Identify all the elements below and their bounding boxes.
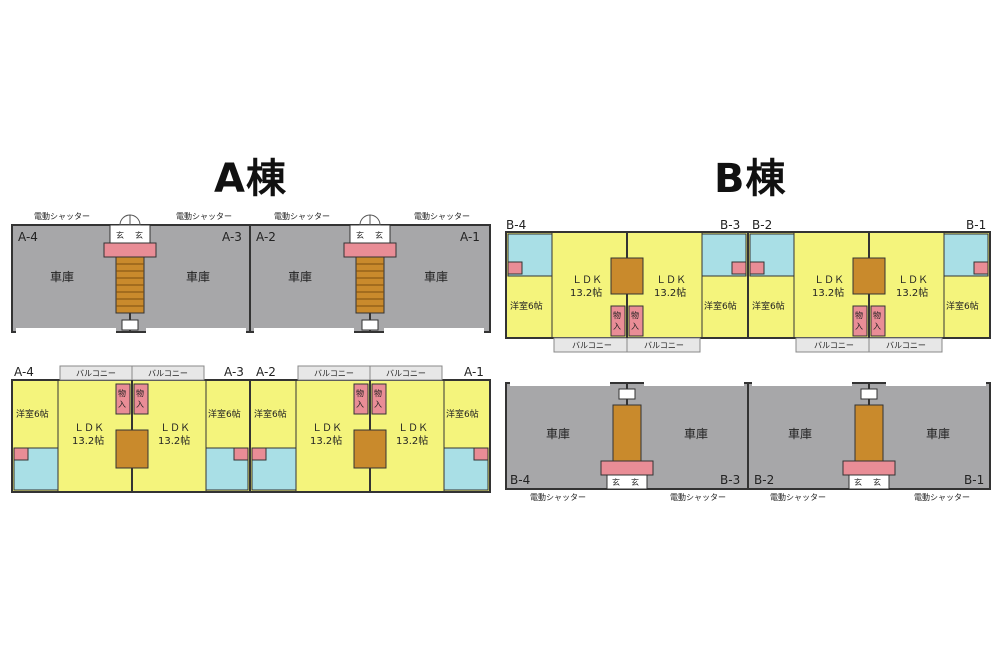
unit-label-b1-2f: B-1 [966, 218, 986, 232]
ldk-size-label: 13.2帖 [158, 434, 190, 447]
entrance-label: 玄 [356, 230, 364, 240]
storage-label: 入 [356, 400, 364, 409]
ldk-size-label: 13.2帖 [570, 286, 602, 299]
garage-label: 車庫 [50, 270, 74, 284]
shutter-label: 電動シャッター [34, 212, 90, 221]
a-stair-left [103, 224, 157, 331]
western-room-label: 洋室6帖 [752, 300, 785, 312]
unit-label-b1-1f: B-1 [964, 473, 984, 487]
balcony-label: バルコニー [814, 341, 854, 350]
balcony-label: バルコニー [386, 369, 426, 378]
ldk-label: ＬＤＫ [74, 423, 104, 434]
ldk-label: ＬＤＫ [572, 275, 602, 286]
storage-label: 入 [855, 322, 863, 331]
ldk-size-label: 13.2帖 [72, 434, 104, 447]
storage-label: 入 [631, 322, 639, 331]
shutter-label: 電動シャッター [670, 493, 726, 502]
storage-label: 物 [118, 388, 126, 398]
shutter-label: 電動シャッター [914, 493, 970, 502]
entrance-label: 玄 [854, 477, 862, 487]
entrance-label: 玄 [631, 477, 639, 487]
balcony-label: バルコニー [886, 341, 926, 350]
unit-label-b4-2f: B-4 [506, 218, 526, 232]
ldk-size-label: 13.2帖 [396, 434, 428, 447]
unit-label-a4-1f: A-4 [18, 230, 38, 244]
ldk-size-label: 13.2帖 [310, 434, 342, 447]
shutter-label: 電動シャッター [530, 493, 586, 502]
ldk-size-label: 13.2帖 [654, 286, 686, 299]
balcony-label: バルコニー [148, 369, 188, 378]
unit-label-a4-2f: A-4 [14, 365, 34, 379]
western-room-label: 洋室6帖 [254, 408, 287, 420]
shutter-label: 電動シャッター [274, 212, 330, 221]
unit-label-b3-1f: B-3 [720, 473, 740, 487]
ldk-size-label: 13.2帖 [896, 286, 928, 299]
balcony-label: バルコニー [644, 341, 684, 350]
unit-label-b3-2f: B-3 [720, 218, 740, 232]
storage-label: 入 [613, 322, 621, 331]
garage-label: 車庫 [186, 270, 210, 284]
unit-label-b2-2f: B-2 [752, 218, 772, 232]
garage-label: 車庫 [424, 270, 448, 284]
garage-label: 車庫 [288, 270, 312, 284]
ldk-label: ＬＤＫ [814, 275, 844, 286]
storage-label: 入 [118, 400, 126, 409]
storage-label: 物 [873, 310, 881, 320]
entrance-label: 玄 [375, 230, 383, 240]
unit-label-b4-1f: B-4 [510, 473, 530, 487]
western-room-label: 洋室6帖 [946, 300, 979, 312]
ldk-label: ＬＤＫ [898, 275, 928, 286]
ldk-label: ＬＤＫ [312, 423, 342, 434]
unit-label-a3-1f: A-3 [222, 230, 242, 244]
shutter-label: 電動シャッター [770, 493, 826, 502]
unit-label-a1-1f: A-1 [460, 230, 480, 244]
ldk-label: ＬＤＫ [398, 423, 428, 434]
a-upper-floor [11, 365, 491, 493]
a-stair-right [343, 224, 397, 331]
garage-label: 車庫 [788, 427, 812, 441]
building-b-title: B棟 [714, 156, 787, 202]
entrance-label: 玄 [612, 477, 620, 487]
storage-label: 入 [873, 322, 881, 331]
storage-label: 入 [374, 400, 382, 409]
building-a-title: A棟 [214, 156, 287, 202]
ldk-label: ＬＤＫ [160, 423, 190, 434]
unit-label-a2-1f: A-2 [256, 230, 276, 244]
western-room-label: 洋室6帖 [510, 300, 543, 312]
storage-label: 物 [136, 388, 144, 398]
western-room-label: 洋室6帖 [704, 300, 737, 312]
western-room-label: 洋室6帖 [446, 408, 479, 420]
storage-label: 入 [136, 400, 144, 409]
balcony-label: バルコニー [314, 369, 354, 378]
ldk-size-label: 13.2帖 [812, 286, 844, 299]
storage-label: 物 [631, 310, 639, 320]
unit-label-a3-2f: A-3 [224, 365, 244, 379]
western-room-label: 洋室6帖 [208, 408, 241, 420]
ldk-label: ＬＤＫ [656, 275, 686, 286]
shutter-label: 電動シャッター [414, 212, 470, 221]
western-room-label: 洋室6帖 [16, 408, 49, 420]
garage-label: 車庫 [684, 427, 708, 441]
entrance-label: 玄 [873, 477, 881, 487]
b-upper-floor [505, 231, 991, 353]
a-ground-floor [11, 214, 491, 334]
garage-label: 車庫 [926, 427, 950, 441]
unit-label-a2-2f: A-2 [256, 365, 276, 379]
unit-label-a1-2f: A-1 [464, 365, 484, 379]
garage-label: 車庫 [546, 427, 570, 441]
shutter-label: 電動シャッター [176, 212, 232, 221]
storage-label: 物 [374, 388, 382, 398]
storage-label: 物 [613, 310, 621, 320]
storage-label: 物 [855, 310, 863, 320]
b-ground-floor [505, 380, 991, 490]
balcony-label: バルコニー [572, 341, 612, 350]
balcony-label: バルコニー [76, 369, 116, 378]
entrance-label: 玄 [135, 230, 143, 240]
storage-label: 物 [356, 388, 364, 398]
unit-label-b2-1f: B-2 [754, 473, 774, 487]
entrance-label: 玄 [116, 230, 124, 240]
